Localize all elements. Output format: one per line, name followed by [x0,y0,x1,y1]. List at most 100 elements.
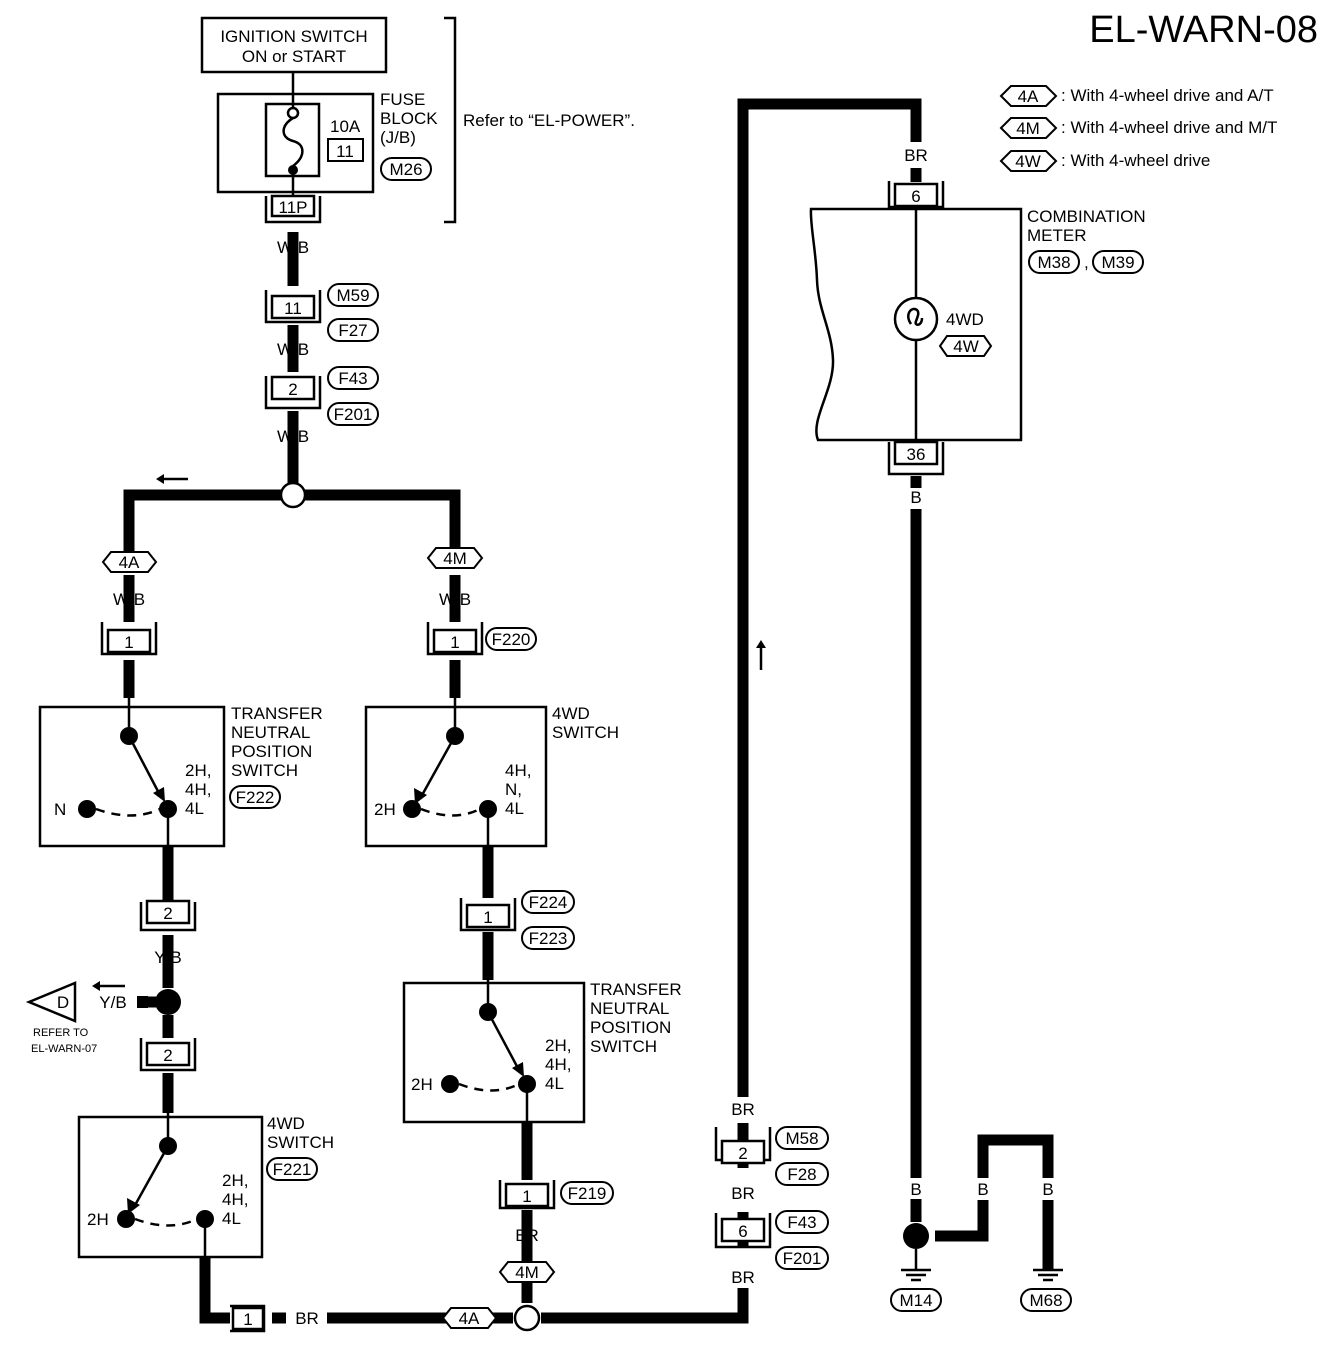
wires [123,98,1054,1324]
splice-yb [155,989,181,1015]
switch-left-blade [127,735,163,798]
ignition-switch-box [200,16,388,74]
connector-11-body [270,294,316,320]
connector-2-pin: 2 [288,380,297,399]
wire-label-b-ground-3: B [1042,1180,1053,1199]
connector-2-left-lower-icon [139,1038,197,1072]
option-label-4a-left: 4A [119,553,140,572]
connector-label-m14: M14 [899,1291,932,1310]
connector-2-m58-body [720,1139,766,1165]
connector-label-m26: M26 [389,160,422,179]
wire-junction-right [304,489,461,562]
connector-label-m59: M59 [336,286,369,305]
wire-label-br-bottom: BR [295,1309,319,1328]
connector-1-bottom-body [231,1306,265,1331]
connector-oval-f201 [327,402,379,426]
switch-center-blade [419,735,457,798]
connector-1-right-icon [426,622,484,656]
refer-el-power: Refer to “EL-POWER”. [463,111,635,130]
wire-ground-link [935,1200,989,1242]
transfer-switch-label-3: POSITION [231,742,312,761]
wire-label-b-left-3: B [162,1085,173,1104]
connector-oval-f201-lower [775,1246,829,1270]
ground-icon-m68 [1033,1268,1063,1282]
position-4l-lower-left: 4L [222,1209,241,1228]
ignition-label-1: IGNITION SWITCH [220,27,367,46]
option-hex-4a-icon [999,85,1058,107]
connector-oval-m39 [1092,250,1144,274]
legend-code-4w: 4W [1015,152,1041,171]
switch-left-travel [95,807,161,817]
wire-label-b-left-2: B [162,864,173,883]
switch-center-contact-2h [403,800,421,818]
option-hex-4m-icon [999,117,1058,139]
connector-2-left-lower-pin: 2 [163,1046,172,1065]
connector-1-f219-pin: 1 [522,1187,531,1206]
fuse-number: 11 [336,142,354,161]
reference-d-letter: D [57,993,69,1012]
connector-2-left-lower-body [145,1041,191,1067]
refer-to-page: EL-WARN-07 [31,1043,97,1055]
connector-oval-m58 [775,1126,829,1150]
connector-1-f224-pin: 1 [483,908,492,927]
combination-meter-label-2: METER [1027,226,1087,245]
connector-label-f27: F27 [338,321,367,340]
option-hex-4w-icon [999,150,1058,172]
wire-br-to-meter [737,98,922,1097]
wire-label-wb-left: W/B [113,590,145,609]
legend-text-4w: : With 4-wheel drive [1061,151,1210,170]
wd-switch-label-1: 4WD [552,704,590,723]
transfer-switch-center-label-1: TRANSFER [590,980,682,999]
ground-icon-m14 [901,1268,931,1282]
fuse-block-label-1: FUSE [380,90,425,109]
refer-to-label: REFER TO [33,1027,89,1039]
wire-label-b-center-1: B [482,864,493,883]
fuse-block-label-3: (J/B) [380,128,416,147]
wire-label-br-riser-2: BR [731,1184,755,1203]
connector-1-bottom-pin: 1 [243,1310,252,1329]
connector-2-icon [264,376,322,410]
wire-label-b-ground-2: B [977,1180,988,1199]
connector-oval-f222 [229,785,281,809]
wire-label-wb-3: W/B [277,427,309,446]
wire-junction-left [123,489,282,562]
connector-oval-f28 [775,1162,829,1186]
transfer-switch-center-label-3: POSITION [590,1018,671,1037]
option-label-4a-bottom: 4A [459,1309,480,1328]
switch-transfer-center-blade [486,1011,522,1073]
legend-text-4m: : With 4-wheel drive and M/T [1061,118,1277,137]
fuse-amps: 10A [330,117,361,136]
lamp-filament [907,307,924,326]
switch-transfer-center-travel [458,1082,520,1092]
connector-label-f43: F43 [338,369,367,388]
switch-left-contact-n [78,800,96,818]
connector-label-f43-lower: F43 [787,1213,816,1232]
wd-switch-left [77,1115,264,1259]
transfer-switch-label-4: SWITCH [231,761,298,780]
connector-1-right-body [432,628,478,654]
position-n: N [54,800,66,819]
ignition-label-2: ON or START [242,47,346,66]
option-hex-4a-bottom-icon [441,1307,498,1329]
option-label-4w-meter: 4W [953,337,979,356]
connector-oval-f27 [327,318,379,342]
wire-label-b-left-1: B [123,672,134,691]
transfer-switch-label-2: NEUTRAL [231,723,310,742]
switch-lower-left-travel [134,1217,198,1227]
wire-label-wb-right: W/B [439,590,471,609]
flow-arrowhead-left-2 [92,981,100,991]
wire-junction-to-f201 [541,1288,749,1324]
connector-36-body [893,440,939,466]
wire-label-br-meter: BR [904,146,928,165]
connector-2-left-pin: 2 [163,904,172,923]
switch-transfer-center-contact-2h [441,1075,459,1093]
connector-1-f224-body [465,903,511,929]
wire-label-br-riser-3: BR [731,1268,755,1287]
wire-label-b-meter: B [910,488,921,507]
transfer-switch-center-label-4: SWITCH [590,1037,657,1056]
connector-label-f28: F28 [787,1165,816,1184]
option-label-4m-bottom: 4M [515,1263,539,1282]
connector-2-body [270,375,316,401]
connector-11-icon [264,290,322,324]
